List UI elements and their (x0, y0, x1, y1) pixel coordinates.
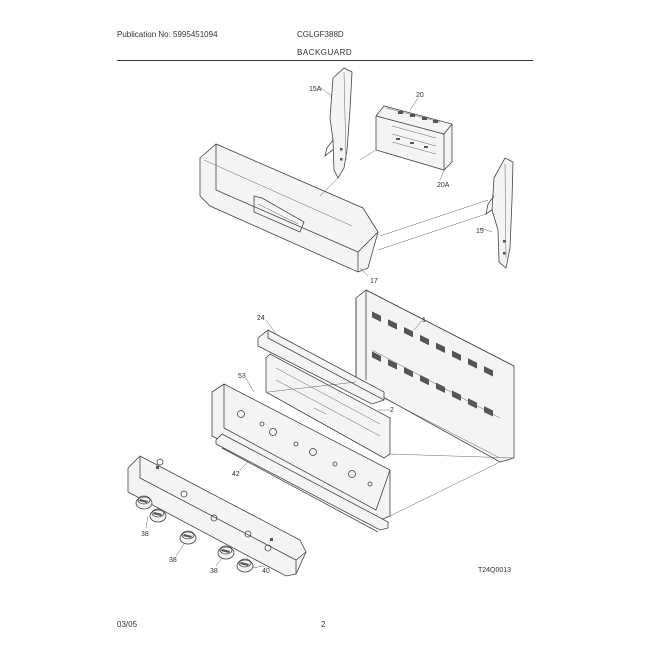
callout-42: 42 (232, 471, 240, 478)
part-15a-end-bracket (324, 67, 353, 179)
callout-15: 15 (476, 228, 484, 235)
callout-15a: 15A (309, 86, 322, 93)
assembly-lines (145, 85, 515, 569)
callout-24: 24 (257, 315, 265, 322)
vent-grid-upper (372, 311, 493, 377)
callout-38-middle: 38 (169, 557, 177, 564)
section-title: BACKGUARD (297, 48, 353, 57)
knob-left-upper (135, 495, 153, 510)
knob-right-a (217, 545, 235, 560)
callout-38-left: 38 (141, 531, 149, 538)
callout-20a: 20A (437, 182, 450, 189)
part-24-top-trim (257, 329, 385, 405)
callout-40: 40 (262, 568, 270, 575)
page-number: 2 (321, 620, 326, 629)
part-20-control-board (375, 105, 453, 171)
publication-number: Publication No: 5995451094 (117, 30, 218, 39)
figure-id: T24Q0013 (478, 567, 512, 574)
knob-left-lower (149, 508, 167, 523)
callout-17: 17 (370, 278, 378, 285)
model-number: CGLGF388D (297, 30, 344, 39)
header-rule (117, 60, 533, 61)
knob-middle (179, 530, 197, 545)
part-15-end-bracket (485, 157, 514, 269)
knob-right-b (236, 558, 254, 573)
vent-grid-lower (372, 351, 493, 417)
callout-53: 53 (238, 373, 246, 380)
footer-date: 03/05 (117, 620, 138, 629)
callout-2: 2 (390, 407, 394, 414)
callout-20: 20 (416, 92, 424, 99)
part-17-backguard-panel (199, 143, 379, 273)
callout-1: 1 (422, 317, 426, 324)
lower-control-trim (127, 455, 307, 577)
part-1-rear-panel (355, 289, 515, 463)
callout-38-right: 38 (210, 568, 218, 575)
